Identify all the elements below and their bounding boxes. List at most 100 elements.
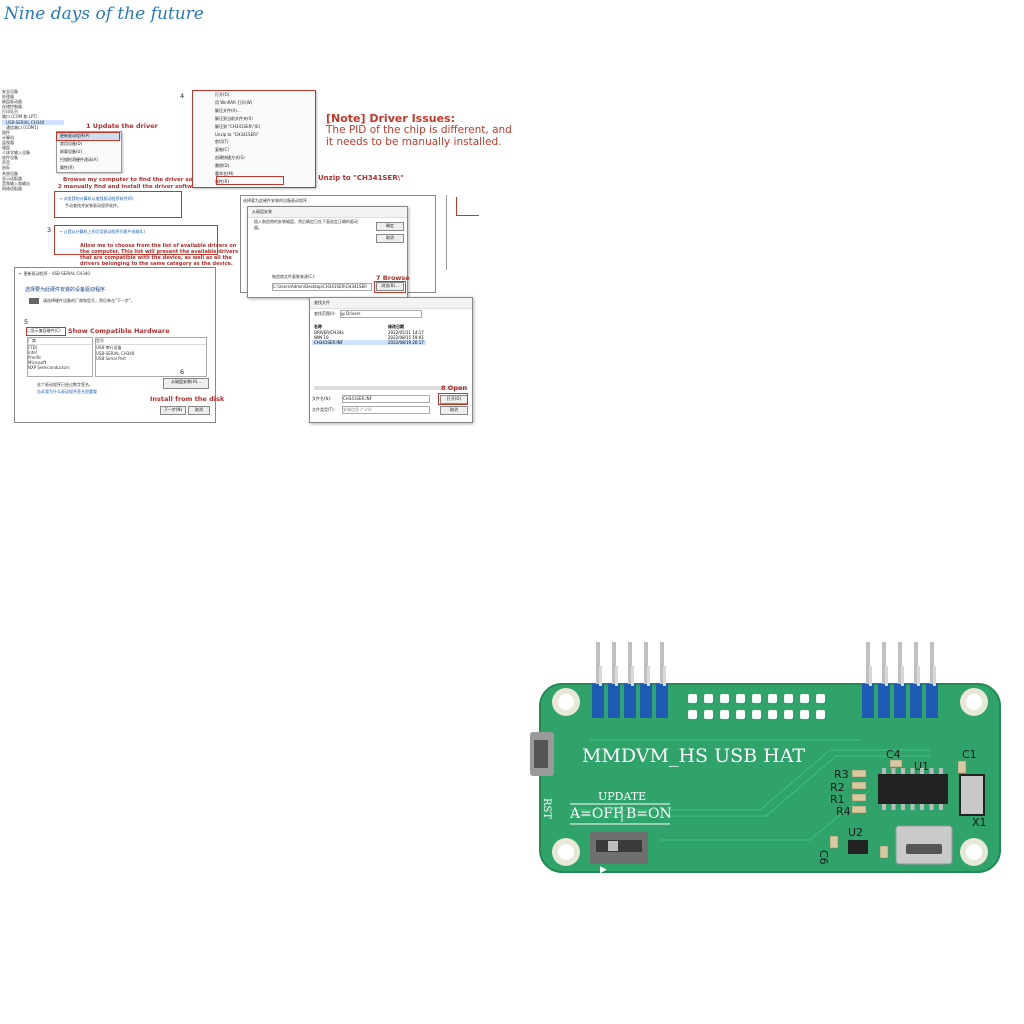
device-tree-item[interactable]: 磁盘驱动器 [2, 99, 22, 105]
back-arrow-icon[interactable]: ← [19, 271, 24, 276]
pin-housing [878, 684, 890, 718]
ic-u1 [878, 774, 948, 804]
highlight-update-driver [56, 132, 120, 141]
highlight-browse [374, 281, 406, 293]
install-from-disk-dialog: 从磁盘安装 插入制造商的安装磁盘，然后确定已在下面选定正确的驱动器。 确定 取消… [247, 206, 408, 298]
manufacturer-item[interactable]: Intel [28, 350, 37, 355]
ic-u2 [848, 840, 868, 854]
device-tree-item[interactable]: 人体学输入设备 [2, 150, 30, 156]
slide-switch-knob[interactable] [608, 841, 618, 851]
disk-browse-button[interactable]: 浏览(B)... [376, 282, 404, 291]
device-tree-item[interactable]: 存储控制器 [2, 104, 22, 110]
zip-menu-item[interactable]: Unzip to "CH341SER\" [215, 132, 260, 137]
device-tree-item[interactable]: 鼠标 [2, 165, 10, 171]
file-date: 2022/08/15 19:01 [388, 335, 424, 340]
pin-housing [926, 684, 938, 718]
device-tree-item[interactable]: 显示适配器 [2, 175, 22, 181]
device-tree-item[interactable]: 键盘 [2, 145, 10, 151]
filetype-select[interactable]: 安装信息 (*.inf) [342, 406, 430, 414]
manufacturer-item[interactable]: NXP Semiconductors [28, 365, 70, 370]
context-menu-item[interactable]: 属性(R) [60, 165, 74, 170]
zip-menu-item[interactable]: 解压到 "CH341SER\"(E) [215, 124, 261, 129]
disk-cancel-button[interactable]: 取消 [376, 234, 404, 243]
dialog-cancel-button[interactable]: 取消 [188, 406, 210, 415]
zip-menu-item[interactable]: 属性(R) [215, 179, 229, 184]
step-3-desc-3: that are compatible with the device, as … [80, 255, 232, 261]
pcb-substrate [540, 684, 1000, 872]
header-hole [752, 694, 761, 703]
zip-menu-item[interactable]: 创建快捷方式(S) [215, 155, 245, 160]
show-compatible-checkbox[interactable]: ☐显示兼容硬件(C) [26, 327, 66, 336]
manufacturer-item[interactable]: Prolific [28, 355, 42, 360]
zip-menu-item[interactable]: 用 WinRAR 打开(W) [215, 100, 253, 105]
disk-ok-button[interactable]: 确定 [376, 222, 404, 231]
context-menu-item[interactable]: 卸载设备(U) [60, 149, 83, 154]
header-holes [688, 694, 825, 719]
signing-info-link[interactable]: 告诉我为什么驱动程序签名很重要 [37, 389, 97, 394]
device-tree-item[interactable]: 声音 [2, 160, 10, 166]
device-tree-item[interactable]: USB-SERIAL CH340 [2, 119, 64, 125]
device-tree-item[interactable]: 通信端口 (COM1) [6, 124, 39, 130]
device-tree-item[interactable]: 音频输入和输出 [2, 180, 30, 186]
label-r1: R1 [830, 793, 845, 806]
filename-input[interactable]: CH341SER.INF [342, 395, 430, 403]
device-tree-item[interactable]: 监视器 [2, 139, 14, 145]
device-tree-item[interactable]: 网络适配器 [2, 185, 22, 191]
context-menu-item[interactable]: 禁用设备(D) [60, 141, 83, 146]
zip-context-menu: 打开(O) 用 WinRAR 打开(W) 解压文件(A)... 解压到当前文件夹(X)… [192, 90, 316, 188]
disk-path-input[interactable]: C:\Users\Admin\Desktop\CH341SER\CH341SER [272, 283, 372, 291]
smd-resistors [829, 759, 967, 859]
browse-computer-option[interactable]: → 浏览我的计算机以查找驱动程序软件(R) 手动查找并安装驱动程序软件。 [54, 191, 182, 218]
look-in-select[interactable]: ▤ Drivers [340, 310, 422, 318]
zip-menu-item[interactable]: 解压到当前文件夹(X) [215, 116, 253, 121]
device-tree-item[interactable]: 安全设备 [2, 89, 18, 94]
device-tree-item[interactable]: 打印队列 [2, 109, 18, 115]
ic-pin [882, 804, 886, 810]
ic-pin [882, 768, 886, 774]
device-tree-item[interactable]: 固件 [2, 129, 10, 135]
zip-menu-item[interactable]: 删除(D) [215, 163, 230, 168]
manufacturer-header: 厂商 [28, 338, 92, 345]
mode-a-label: A=OFF [569, 806, 623, 822]
device-tree-item[interactable]: 端口 (COM 和 LPT) [2, 114, 38, 120]
pin [930, 642, 934, 688]
context-menu-item[interactable]: 更新驱动程序(P) [57, 132, 121, 140]
model-item[interactable]: USB Serial Port [96, 356, 127, 361]
model-item[interactable]: USB-SERIAL CH340 [96, 351, 135, 356]
manufacturer-item[interactable]: Microsoft [28, 360, 47, 365]
ic-pin [920, 768, 924, 774]
header-hole [720, 694, 729, 703]
update-driver-dialog: ← 更新驱动程序 - USB-SERIAL CH340 选择要为此硬件安装的设备… [14, 267, 216, 423]
device-tree-item[interactable]: 处理器 [2, 94, 14, 100]
device-tree-item[interactable]: 计算机 [2, 134, 14, 140]
pin [663, 666, 666, 686]
zip-menu-item[interactable]: 解压文件(A)... [215, 108, 241, 113]
ic-pin [939, 804, 943, 810]
header-hole [800, 694, 809, 703]
step-2-line1: Browse my computer to find the driver so… [63, 177, 215, 183]
pcb-traces [570, 739, 930, 841]
ic-pin [901, 768, 905, 774]
manufacturer-item[interactable]: FTDI [28, 345, 37, 350]
pin [615, 666, 618, 686]
next-button[interactable]: 下一步(N) [160, 406, 186, 415]
zip-menu-item[interactable]: 复制(C) [215, 147, 229, 152]
model-item[interactable]: USB 串行设备 [96, 345, 122, 350]
context-menu-item[interactable]: 扫描检测硬件改动(A) [60, 157, 98, 162]
zip-menu-item[interactable]: 重命名(M) [215, 171, 234, 176]
label-x1: X1 [972, 816, 987, 829]
device-tree-item[interactable]: 系统设备 [2, 170, 18, 176]
device-tree-item[interactable]: 软件设备 [2, 155, 18, 161]
zip-menu-item[interactable]: 打开(O) [215, 92, 230, 97]
choose-from-list-option[interactable]: → 让我从计算机上的可用驱动程序列表中选取(L) [54, 225, 218, 255]
header-hole [768, 694, 777, 703]
have-disk-button[interactable]: 从磁盘安装(H)... [163, 378, 209, 389]
file-cancel-button[interactable]: 取消 [440, 406, 468, 415]
zip-menu-item[interactable]: 剪切(T) [215, 139, 229, 144]
horizontal-scrollbar[interactable] [314, 386, 468, 390]
